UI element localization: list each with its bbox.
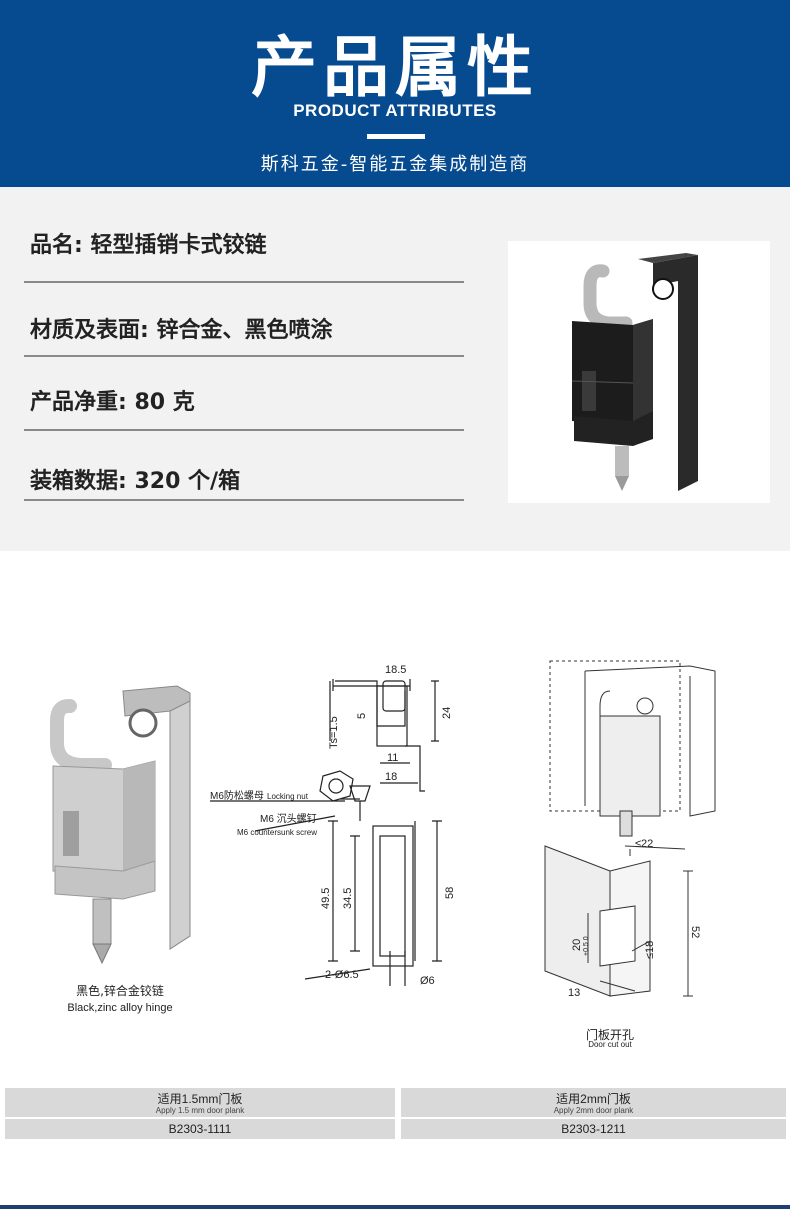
dimension-drawing: 18.5 Ts=1.5 5 24 11 18 M6防松螺母 Locking nu… — [210, 664, 456, 987]
dim-24: 24 — [441, 707, 453, 719]
dim-52: 52 — [689, 926, 701, 938]
dim-11: 11 — [387, 752, 398, 764]
divider — [24, 429, 464, 431]
dim-5: 5 — [356, 713, 368, 719]
divider — [24, 281, 464, 283]
dim-ts: Ts=1.5 — [328, 716, 340, 749]
screw-label-cn: M6 沉头螺钉 — [260, 812, 317, 825]
technical-diagram: 黑色,锌合金铰链 Black,zinc alloy hinge — [0, 551, 790, 1091]
page-subtitle: PRODUCT ATTRIBUTES — [293, 101, 497, 120]
hinge-caption-en: Black,zinc alloy hinge — [67, 1002, 173, 1014]
header-banner: 产品属性 PRODUCT ATTRIBUTES 斯科五金-智能五金集成制造商 — [0, 0, 790, 187]
model-code-1: B2303-1111 — [5, 1119, 395, 1139]
spec-cn: 适用2mm门板 — [556, 1092, 631, 1106]
dim-20-tolerance: +0.5 0 — [583, 936, 590, 956]
hinge-render — [50, 685, 191, 965]
footer-line — [0, 1205, 790, 1209]
spec-en: Apply 2mm door plank — [553, 1106, 634, 1115]
divider — [24, 499, 464, 501]
dim-22: ≤22 — [635, 838, 653, 850]
door-cutout-drawing: ≤22 52 20 +0.5 0 ≤18 13 — [544, 660, 716, 999]
model-code-2: B2303-1211 — [401, 1119, 786, 1139]
slogan: 斯科五金-智能五金集成制造商 — [260, 154, 530, 175]
spec-header-2: 适用2mm门板 Apply 2mm door plank — [401, 1088, 786, 1117]
dim-18: 18 — [385, 771, 397, 783]
dim-20: 20 — [571, 939, 583, 951]
cutout-caption-en: Door cut out — [588, 1040, 632, 1049]
cutout-caption-cn: 门板开孔 — [585, 1028, 634, 1042]
divider — [24, 355, 464, 357]
dim-49-5: 49.5 — [320, 888, 332, 909]
nut-label-cn: M6防松螺母 — [210, 789, 264, 802]
spec-en: Apply 1.5 mm door plank — [155, 1106, 245, 1115]
page-title: 产品属性 — [251, 29, 539, 106]
product-photo — [508, 241, 770, 503]
dim-13: 13 — [568, 987, 580, 999]
spec-header-1: 适用1.5mm门板 Apply 1.5 mm door plank — [5, 1088, 395, 1117]
screw-label-en: M6 countersunk screw — [237, 828, 317, 837]
dim-58: 58 — [444, 887, 456, 899]
dim-top: 18.5 — [385, 664, 406, 676]
dim-holes: 2-Ø6.5 — [325, 969, 359, 981]
title-underline — [367, 134, 425, 139]
attribute-name: 品名: 轻型插销卡式铰链 — [30, 233, 267, 258]
dim-34-5: 34.5 — [342, 888, 354, 909]
spec-cn: 适用1.5mm门板 — [157, 1092, 243, 1106]
attribute-packing: 装箱数据: 320 个/箱 — [30, 469, 241, 494]
dim-le-18: ≤18 — [644, 941, 656, 959]
attribute-material: 材质及表面: 锌合金、黑色喷涂 — [30, 318, 333, 343]
hinge-caption-cn: 黑色,锌合金铰链 — [76, 984, 164, 998]
attribute-weight: 产品净重: 80 克 — [30, 390, 195, 415]
nut-label-en: Locking nut — [267, 792, 309, 801]
dim-pin: Ø6 — [420, 975, 435, 987]
